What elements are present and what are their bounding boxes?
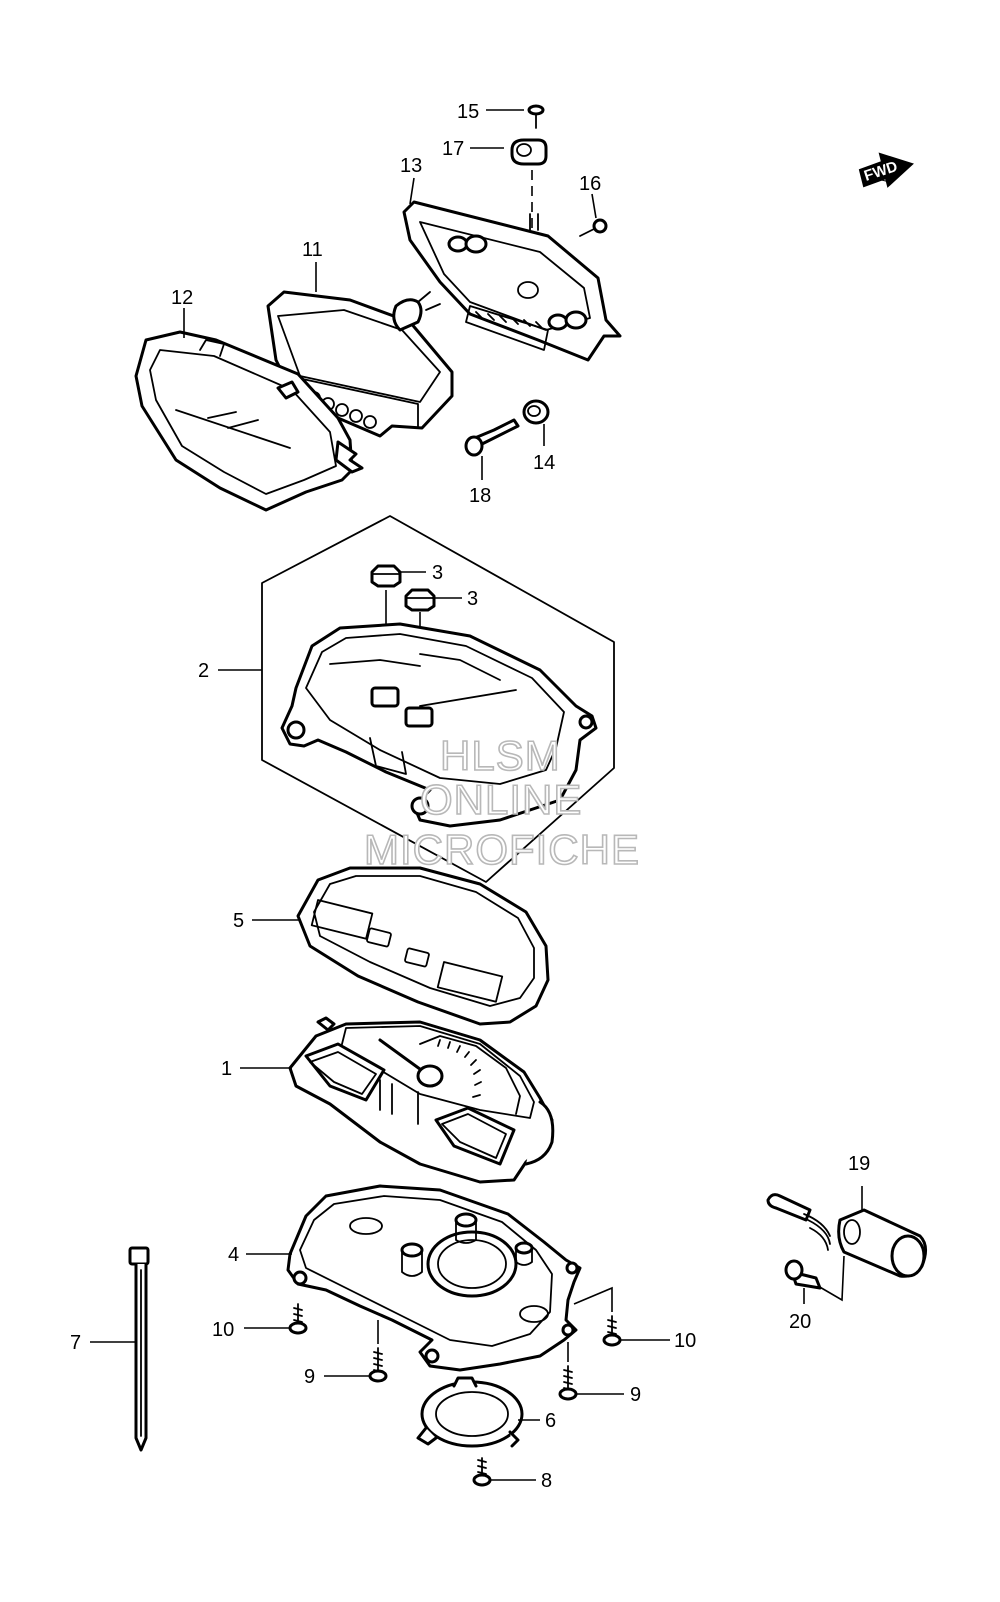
part-2-meter-case bbox=[280, 622, 598, 828]
callout-10a: 10 bbox=[212, 1319, 234, 1341]
part-10-screw-right bbox=[602, 1315, 622, 1347]
part-10-screw-left bbox=[288, 1303, 308, 1335]
callout-9b: 9 bbox=[630, 1384, 641, 1406]
watermark: HLSM ONLINE MICROFICHE bbox=[363, 731, 640, 874]
part-2-kit-outline bbox=[261, 515, 615, 883]
part-15-screw bbox=[527, 104, 545, 129]
callout-4: 4 bbox=[228, 1244, 239, 1266]
callout-17: 17 bbox=[442, 138, 464, 160]
callout-9a: 9 bbox=[304, 1366, 315, 1388]
part-4-lower-case bbox=[286, 1184, 582, 1372]
callout-7: 7 bbox=[70, 1332, 81, 1354]
watermark-line-3: MICROFICHE bbox=[364, 826, 640, 873]
callout-15: 15 bbox=[457, 101, 479, 123]
part-8-screw bbox=[472, 1457, 492, 1487]
callout-5: 5 bbox=[233, 910, 244, 932]
part-18-bolt bbox=[464, 418, 520, 457]
part-3-button-a bbox=[370, 564, 402, 588]
callout-8: 8 bbox=[541, 1470, 552, 1492]
callout-11: 11 bbox=[302, 239, 323, 261]
fwd-arrow-icon: FWD bbox=[858, 152, 914, 188]
callout-18: 18 bbox=[469, 485, 491, 507]
watermark-line-2: ONLINE bbox=[420, 776, 582, 823]
part-1-meter-assembly bbox=[288, 1016, 555, 1184]
callout-3a: 3 bbox=[432, 562, 443, 584]
part-7-cable-tie bbox=[128, 1246, 150, 1452]
callout-3b: 3 bbox=[467, 588, 478, 610]
part-14-grommet bbox=[522, 399, 550, 425]
callout-12: 12 bbox=[171, 287, 193, 309]
callout-14: 14 bbox=[533, 452, 555, 474]
watermark-line-1: HLSM bbox=[440, 732, 561, 779]
part-9-screw-right bbox=[558, 1365, 578, 1401]
callout-19: 19 bbox=[848, 1153, 870, 1175]
callout-2: 2 bbox=[198, 660, 209, 682]
callout-10b: 10 bbox=[674, 1330, 696, 1352]
part-12-cover bbox=[134, 330, 364, 512]
callout-1: 1 bbox=[221, 1058, 232, 1080]
part-17-clamp bbox=[510, 138, 548, 166]
callout-13: 13 bbox=[400, 155, 422, 177]
callout-20: 20 bbox=[789, 1311, 811, 1333]
part-13-bracket bbox=[402, 200, 622, 362]
part-16-screw bbox=[579, 218, 608, 237]
callout-16: 16 bbox=[579, 173, 601, 195]
part-5-lens-frame bbox=[296, 866, 550, 1026]
part-3-button-b bbox=[404, 588, 436, 612]
callout-6: 6 bbox=[545, 1410, 556, 1432]
part-6-ring bbox=[416, 1376, 524, 1448]
part-9-screw-left bbox=[368, 1347, 388, 1383]
part-20-bolt bbox=[784, 1259, 822, 1290]
part-19-sensor bbox=[766, 1193, 927, 1278]
